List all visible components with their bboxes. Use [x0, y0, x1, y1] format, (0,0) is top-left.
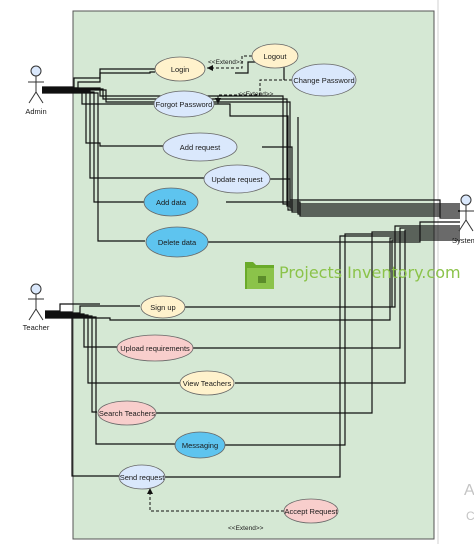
usecase-label-logout: Logout: [264, 52, 288, 61]
use-cases: [97, 43, 357, 524]
usecase-label-search-teachers: Search Teachers: [99, 409, 155, 418]
usecase-accept-request[interactable]: [283, 498, 339, 524]
usecase-label-messaging: Messaging: [182, 441, 218, 450]
actor-label-system: System: [452, 236, 474, 245]
actor-head-icon: [460, 194, 472, 206]
extend-label-1: <<Extend>>: [208, 59, 244, 66]
extend-label-3: <<Extend>>: [228, 525, 264, 532]
usecase-label-accept-request: Accept Request: [285, 507, 339, 516]
usecase-add-data[interactable]: [143, 187, 199, 217]
usecase-label-upload-requirements: Upload requirements: [120, 344, 190, 353]
extend-arrowheads: [147, 65, 221, 494]
usecase-label-forgot-password: Forgot Password: [156, 100, 213, 109]
actor-admin[interactable]: [28, 65, 44, 104]
usecase-add-request[interactable]: [162, 132, 238, 162]
side-letter-c: C: [466, 509, 474, 523]
usecase-label-send-request: Send request: [120, 473, 166, 482]
side-letter-a: A: [464, 482, 474, 499]
watermark: Projects Inventory.com: [245, 262, 461, 289]
actor-teacher[interactable]: [28, 283, 44, 321]
usecase-sign-up[interactable]: [140, 295, 186, 319]
folder-icon: [245, 262, 274, 289]
extend-accept-send: [149, 490, 284, 512]
usecase-label-add-data: Add data: [156, 198, 187, 207]
watermark-text: Projects Inventory.com: [279, 263, 461, 282]
usecase-label-sign-up: Sign up: [150, 303, 175, 312]
extend-label-2: <<Extend>>: [238, 91, 274, 98]
actor-head-icon: [30, 65, 42, 77]
usecase-messaging[interactable]: [174, 431, 226, 459]
usecase-login[interactable]: [154, 56, 206, 82]
usecase-label-add-request: Add request: [180, 143, 221, 152]
actor-label-admin: Admin: [25, 107, 46, 116]
usecase-search-teachers[interactable]: [97, 400, 157, 426]
usecase-label-view-teachers: View Teachers: [183, 379, 232, 388]
usecase-change-password[interactable]: [291, 63, 357, 97]
usecase-delete-data[interactable]: [145, 226, 209, 258]
usecase-label-change-password: Change Password: [293, 76, 354, 85]
extend-logout-login: [207, 55, 252, 69]
usecase-view-teachers[interactable]: [179, 370, 235, 396]
usecase-label-delete-data: Delete data: [158, 238, 197, 247]
usecase-send-request[interactable]: [118, 464, 166, 490]
usecase-label-update-request: Update request: [211, 175, 263, 184]
usecase-logout[interactable]: [251, 43, 299, 69]
usecase-upload-requirements[interactable]: [116, 334, 194, 362]
usecase-forgot-password[interactable]: [153, 90, 215, 118]
actor-head-icon: [30, 283, 42, 295]
actor-system[interactable]: [458, 194, 474, 232]
usecase-label-login: Login: [171, 65, 189, 74]
use-case-labels: Login Logout Change Password Forgot Pass…: [99, 52, 355, 516]
usecase-update-request[interactable]: [203, 164, 271, 194]
actor-label-teacher: Teacher: [23, 323, 50, 332]
